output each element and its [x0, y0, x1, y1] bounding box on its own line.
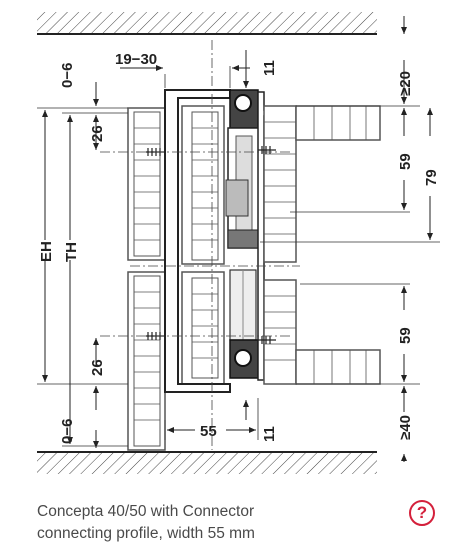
dim-upper-59: 59 — [397, 153, 414, 170]
dim-bottom-0-6: 0−6 — [59, 419, 76, 444]
dim-width-19-30: 19−30 — [115, 51, 157, 68]
ceiling — [37, 12, 377, 35]
floor — [37, 451, 377, 474]
middle-door-lower — [181, 271, 225, 385]
connector-mechanism — [225, 89, 261, 379]
dim-ge-40: ≥40 — [397, 415, 414, 440]
dimension-lines — [42, 16, 433, 462]
dim-top-11: 11 — [261, 60, 278, 76]
question-circle-icon[interactable]: ? — [409, 500, 435, 526]
figure-caption: Concepta 40/50 with Connector connecting… — [37, 501, 397, 545]
side-panel-upper — [295, 105, 381, 141]
technical-drawing: 19−30 11 0−6 ≥20 26 59 79 EH TH 59 26 0−… — [37, 12, 440, 474]
side-panel-lower — [295, 349, 381, 385]
dim-eh: EH — [38, 241, 55, 262]
right-door-lower — [263, 279, 297, 385]
center-lines — [100, 40, 300, 450]
middle-door-upper — [181, 105, 225, 265]
dim-width-55: 55 — [200, 423, 217, 440]
dim-lower-26: 26 — [89, 359, 106, 376]
dim-upper-26: 26 — [89, 125, 106, 142]
right-door-upper — [263, 105, 297, 263]
dim-th: TH — [63, 242, 80, 262]
caption-line-1: Concepta 40/50 with Connector — [37, 503, 255, 520]
caption-line-2: connecting profile, width 55 mm — [37, 525, 255, 542]
dim-lower-59: 59 — [397, 327, 414, 344]
extension-lines — [37, 66, 440, 447]
left-door-lower — [127, 271, 166, 451]
left-door-upper — [127, 107, 166, 261]
dim-ge-20: ≥20 — [397, 71, 414, 96]
dim-79: 79 — [423, 169, 440, 186]
dim-top-0-6: 0−6 — [59, 63, 76, 88]
dim-bottom-11: 11 — [261, 426, 278, 442]
